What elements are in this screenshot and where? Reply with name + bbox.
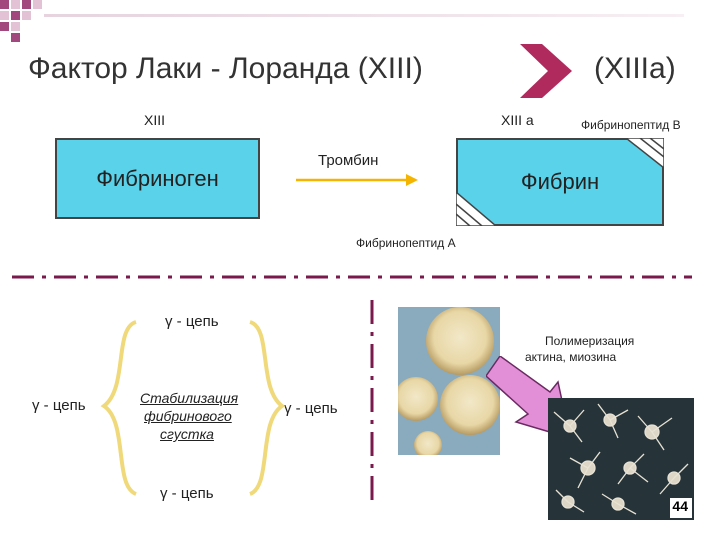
top-rule	[44, 14, 684, 17]
label-gamma-chain-left: γ - цепь	[32, 397, 86, 414]
label-fibrinopeptide-a: Фибринопептид А	[356, 236, 456, 250]
page-number: 44	[672, 498, 688, 514]
decor-square	[33, 0, 42, 9]
label-xiii-a: XIII a	[501, 112, 534, 128]
label-xiii: XIII	[144, 112, 166, 128]
bracket-left	[100, 320, 138, 496]
decor-square	[0, 22, 9, 31]
fibrin-corner-bottom-left	[456, 192, 496, 226]
bracket-right	[248, 320, 286, 496]
label-fibrinopeptide-b: Фибринопептид В	[581, 118, 681, 132]
chevron-right-icon	[520, 44, 572, 98]
activated-platelets-photo: 44	[548, 398, 694, 520]
stabilization-line-2: фибринового	[144, 408, 232, 424]
fibrin-label: Фибрин	[520, 169, 600, 194]
decor-square	[11, 0, 20, 9]
horizontal-divider	[12, 275, 692, 279]
decor-square	[11, 33, 20, 42]
fibrinogen-label: Фибриноген	[96, 165, 219, 191]
decor-square	[22, 11, 31, 20]
thrombin-arrow-icon	[296, 174, 418, 186]
decor-square	[0, 11, 9, 20]
fibrin-box: Фибрин	[456, 138, 664, 226]
label-gamma-chain-bottom: γ - цепь	[160, 485, 214, 502]
activated-platelets-illustration	[548, 398, 694, 520]
label-gamma-chain-right: γ - цепь	[284, 400, 338, 417]
label-thrombin: Тромбин	[318, 152, 379, 169]
page-title-xiiia: (XIIIa)	[594, 52, 676, 85]
decor-square	[0, 0, 9, 9]
stabilization-line-3: сгустка	[160, 426, 214, 442]
decor-square	[11, 11, 20, 20]
decor-square	[22, 0, 31, 9]
polymerization-line-2: актина, миозина	[525, 350, 617, 364]
stabilization-line-1: Стабилизация	[140, 390, 239, 406]
page-title: Фактор Лаки - Лоранда (XIII)	[28, 52, 423, 85]
label-gamma-chain-top: γ - цепь	[165, 313, 219, 330]
fibrinogen-box: Фибриноген	[55, 138, 260, 219]
platelets-illustration	[398, 307, 500, 455]
polymerization-line-1: Полимеризация	[545, 334, 635, 348]
fibrin-corner-top-right	[626, 138, 664, 168]
platelets-photo	[398, 307, 500, 455]
decor-square	[11, 22, 20, 31]
vertical-divider	[370, 300, 374, 502]
